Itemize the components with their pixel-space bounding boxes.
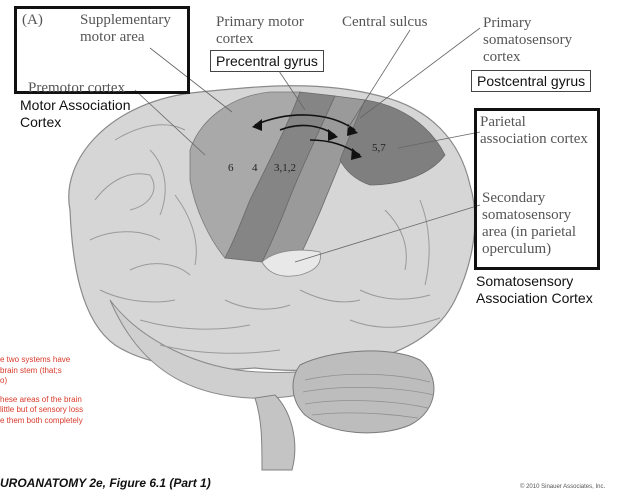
- note-line: little but of sensory loss: [0, 405, 84, 414]
- secondary-somatosensory-region: [261, 249, 321, 277]
- supplementary-motor-label: Supplementary motor area: [80, 12, 171, 45]
- figure-caption: UROANATOMY 2e, Figure 6.1 (Part 1): [0, 476, 211, 490]
- gyri-sulci: [89, 124, 441, 354]
- area-312-number: 3,1,2: [274, 162, 296, 174]
- somatosensory-association-box: [474, 108, 600, 270]
- arrowheads: [252, 119, 362, 160]
- precentral-gyrus-label: Precentral gyrus: [210, 50, 324, 72]
- parietal-association-label: Parietal association cortex: [480, 114, 588, 147]
- area-57-number: 5,7: [372, 142, 386, 154]
- somatosensory-association-label: Somatosensory Association Cortex: [476, 273, 593, 306]
- red-notes: e two systems have brain stem (that;s o)…: [0, 355, 83, 426]
- premotor-label: Premotor cortex: [28, 80, 126, 96]
- note-line: o): [0, 376, 8, 385]
- cerebellum-folia: [302, 373, 435, 419]
- area-57-region: [339, 99, 446, 186]
- motor-association-box: [14, 6, 190, 94]
- primary-somatosensory-label: Primary somatosensory cortex: [483, 15, 573, 65]
- area-4-number: 4: [252, 162, 258, 174]
- note-line: hese areas of the brain: [0, 394, 82, 404]
- note-line: brain stem (that;s: [0, 365, 62, 375]
- central-sulcus-label: Central sulcus: [342, 14, 428, 30]
- note-line: [0, 387, 83, 395]
- copyright: © 2010 Sinauer Associates, Inc.: [520, 484, 606, 490]
- area-6-number: 6: [228, 162, 234, 174]
- primary-motor-label: Primary motor cortex: [216, 14, 304, 47]
- panel-label: (A): [22, 12, 43, 28]
- secondary-somatosensory-label: Secondary somatosensory area (in parieta…: [482, 190, 577, 257]
- motor-association-label: Motor Association Cortex: [20, 97, 131, 130]
- postcentral-gyrus-label: Postcentral gyrus: [471, 70, 592, 92]
- cerebellum: [292, 350, 435, 434]
- note-line: e two systems have: [0, 355, 71, 364]
- note-line: e them both completely: [0, 415, 83, 425]
- brainstem: [254, 394, 296, 471]
